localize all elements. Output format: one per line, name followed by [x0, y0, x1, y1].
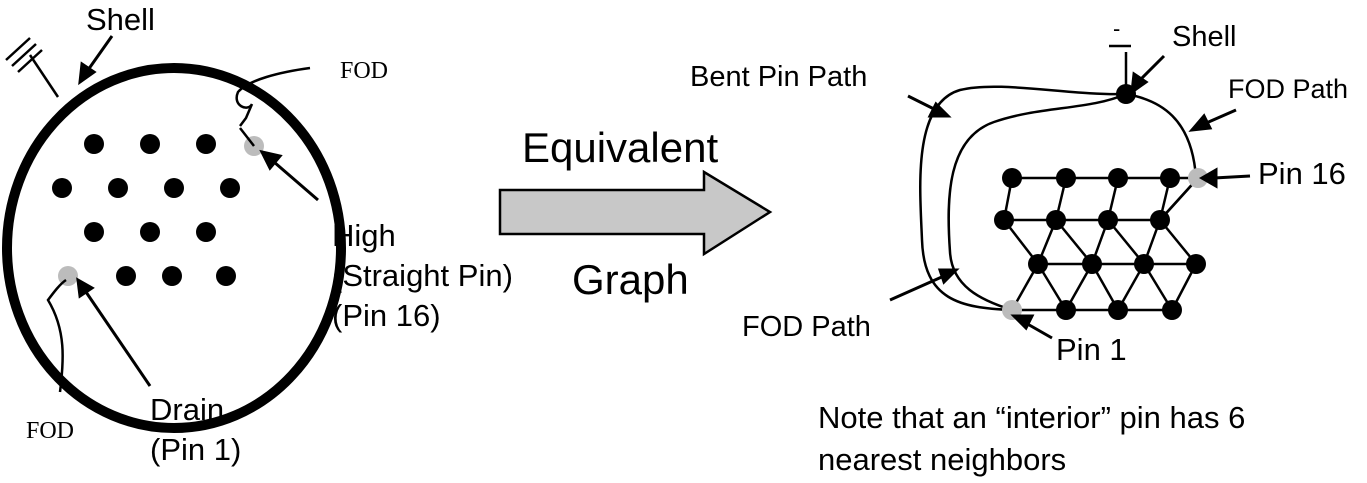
pin-16-label: (Pin 16) — [332, 298, 441, 333]
pin-16-graph-label: Pin 16 — [1258, 156, 1346, 191]
pin — [140, 222, 160, 242]
pin — [162, 266, 182, 286]
ground-symbol: - — [1113, 16, 1120, 41]
pin-node — [1082, 254, 1102, 274]
drain-label: Drain — [150, 392, 224, 427]
shell-label-graph: Shell — [1172, 21, 1237, 53]
pin-node — [1056, 300, 1076, 320]
pin-node — [1186, 254, 1206, 274]
pin — [164, 178, 184, 198]
chassis-ground-symbol — [5, 37, 60, 98]
pin-node — [1046, 210, 1066, 230]
pin-node — [994, 210, 1014, 230]
pin — [108, 178, 128, 198]
bent-pin-path — [919, 85, 1127, 312]
pin-node — [1134, 254, 1154, 274]
pin-node — [1098, 210, 1118, 230]
equivalent-label: Equivalent — [522, 124, 718, 171]
fod-top-label: FOD — [340, 58, 388, 84]
right-leader-arrows — [889, 54, 1251, 340]
pin — [84, 222, 104, 242]
pin-node — [1162, 300, 1182, 320]
left-leader-arrows — [76, 35, 319, 387]
high-label: High — [332, 218, 396, 253]
connector-cross-section: Shell FOD High (Straight Pin) (Pin 16) F… — [2, 2, 513, 467]
pin-graph: - Shell Bent Pin Path FOD Path Pin — [690, 16, 1348, 367]
pin — [216, 266, 236, 286]
pin-1-graph-label: Pin 1 — [1056, 332, 1127, 367]
pin — [116, 266, 136, 286]
pin — [196, 222, 216, 242]
pin — [140, 134, 160, 154]
connector-shell — [2, 63, 346, 433]
note-line-2: nearest neighbors — [818, 442, 1066, 477]
pin-1-label: (Pin 1) — [150, 432, 241, 467]
pin-node — [1150, 210, 1170, 230]
pin — [84, 134, 104, 154]
equivalent-graph-arrow: Equivalent Graph — [498, 124, 773, 303]
fod-path-shell-to-pin16 — [1125, 92, 1198, 179]
big-arrow-icon — [498, 169, 773, 257]
pin-node — [1160, 168, 1180, 188]
connector-pins — [52, 134, 240, 286]
graph-label: Graph — [572, 256, 689, 303]
pin — [220, 178, 240, 198]
pin-node — [1108, 300, 1128, 320]
pin-node — [1002, 168, 1022, 188]
note: Note that an “interior” pin has 6 neares… — [818, 400, 1245, 477]
pin — [196, 134, 216, 154]
straight-pin-label: (Straight Pin) — [332, 258, 513, 293]
pin-node — [1056, 168, 1076, 188]
pin-node — [1108, 168, 1128, 188]
note-line-1: Note that an “interior” pin has 6 — [818, 400, 1245, 435]
pin-node — [1028, 254, 1048, 274]
fod-path-bottom-label: FOD Path — [742, 311, 871, 343]
shell-label: Shell — [86, 2, 155, 37]
lattice-edges — [1002, 176, 1199, 312]
fod-path-pin1 — [947, 92, 1127, 312]
fod-path-top-label: FOD Path — [1228, 74, 1348, 104]
fod-wire-bottom — [46, 278, 67, 393]
pin-16-node — [1188, 168, 1208, 188]
fod-top-link — [239, 127, 255, 147]
pin — [52, 178, 72, 198]
fod-wire-top — [235, 66, 311, 127]
fod-bottom-label: FOD — [26, 418, 74, 444]
bent-pin-path-label: Bent Pin Path — [690, 61, 867, 93]
lattice-nodes — [994, 168, 1208, 320]
